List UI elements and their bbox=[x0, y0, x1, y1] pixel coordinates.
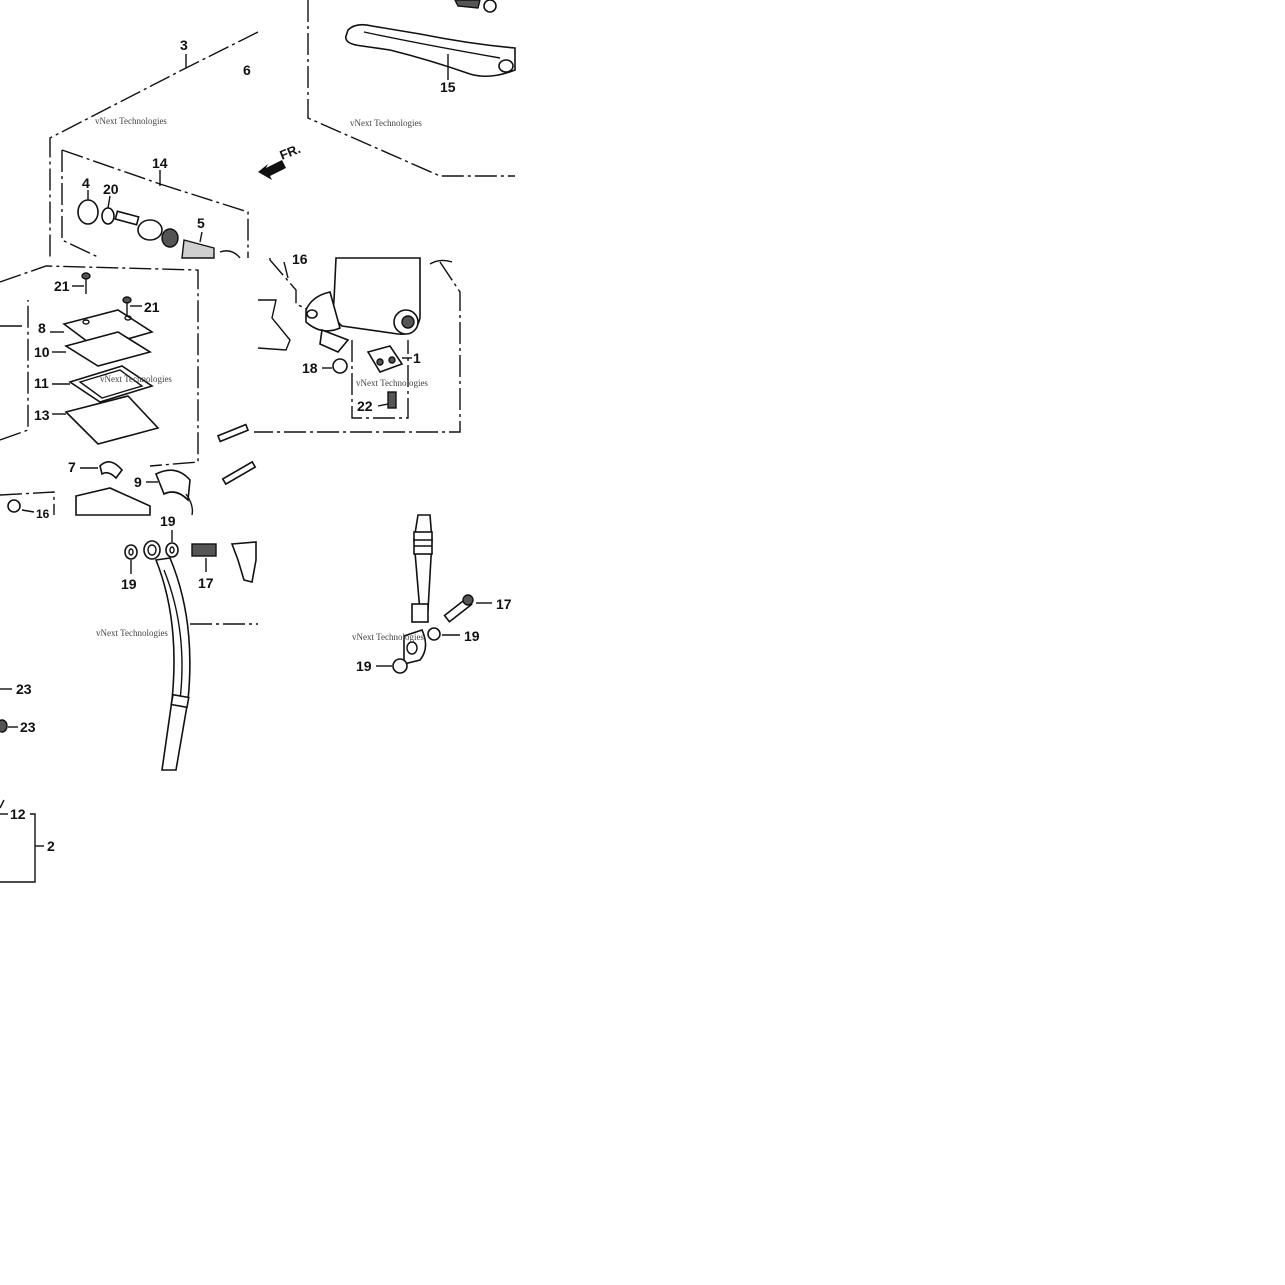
callout-4: 4 bbox=[82, 175, 90, 191]
watermark-2: vNext Technologies bbox=[350, 118, 422, 128]
callout-6: 6 bbox=[243, 62, 251, 78]
tile-top-right: 15 vNext Technologies bbox=[307, 0, 516, 177]
watermark: vNext Technologies bbox=[95, 116, 167, 126]
callout-19-d: 19 bbox=[356, 658, 372, 674]
callout-22: 22 bbox=[357, 398, 373, 414]
callout-21-b: 21 bbox=[144, 299, 160, 315]
callout-19-c: 19 bbox=[464, 628, 480, 644]
callout-2: 2 bbox=[47, 838, 55, 854]
front-direction-arrow-icon bbox=[258, 160, 286, 180]
lever-holder-part bbox=[154, 469, 191, 502]
tile-lower-left: 12 2 bbox=[0, 799, 55, 883]
brake-lever-part bbox=[345, 23, 516, 78]
callout-14: 14 bbox=[152, 155, 168, 171]
watermark-3: vNext Technologies bbox=[100, 374, 172, 384]
callout-5: 5 bbox=[197, 215, 205, 231]
callout-3: 3 bbox=[180, 37, 188, 53]
tile-top-left: 3 6 14 4 20 5 vNext Technologies FR. bbox=[49, 31, 303, 259]
callout-13: 13 bbox=[34, 407, 50, 423]
callout-23-a: 23 bbox=[16, 681, 32, 697]
callout-21-a: 21 bbox=[54, 278, 70, 294]
callout-9: 9 bbox=[134, 474, 142, 490]
callout-17-a: 17 bbox=[198, 575, 214, 591]
callout-15: 15 bbox=[440, 79, 456, 95]
tile-middle-right: 16 18 1 22 vNext Technologies bbox=[254, 251, 461, 433]
callout-16-b: 16 bbox=[36, 507, 50, 521]
callout-7: 7 bbox=[68, 459, 76, 475]
tile-middle-left: 21 21 8 10 11 13 7 9 16 vNext Technologi… bbox=[0, 265, 257, 521]
callout-10: 10 bbox=[34, 344, 50, 360]
callout-23-b: 23 bbox=[20, 719, 36, 735]
callout-16-a: 16 bbox=[292, 251, 308, 267]
callout-20: 20 bbox=[103, 181, 119, 197]
brake-hose-part bbox=[154, 557, 191, 771]
watermark-4: vNext Technologies bbox=[356, 378, 428, 388]
callout-11: 11 bbox=[34, 375, 49, 391]
tile-bottom-left: 19 19 17 23 23 vNext Technologies bbox=[0, 513, 258, 771]
callout-19-a: 19 bbox=[121, 576, 137, 592]
callout-1: 1 bbox=[413, 350, 421, 366]
lower-brake-hose-part bbox=[413, 514, 433, 614]
watermark-6: vNext Technologies bbox=[352, 632, 424, 642]
direction-marker: FR. bbox=[278, 141, 303, 163]
callout-12: 12 bbox=[10, 806, 26, 822]
callout-18: 18 bbox=[302, 360, 318, 376]
callout-17-b: 17 bbox=[496, 596, 512, 612]
callout-8: 8 bbox=[38, 320, 46, 336]
watermark-5: vNext Technologies bbox=[96, 628, 168, 638]
callout-19-b: 19 bbox=[160, 513, 176, 529]
tile-bottom-right: 17 19 19 vNext Technologies bbox=[352, 514, 512, 674]
